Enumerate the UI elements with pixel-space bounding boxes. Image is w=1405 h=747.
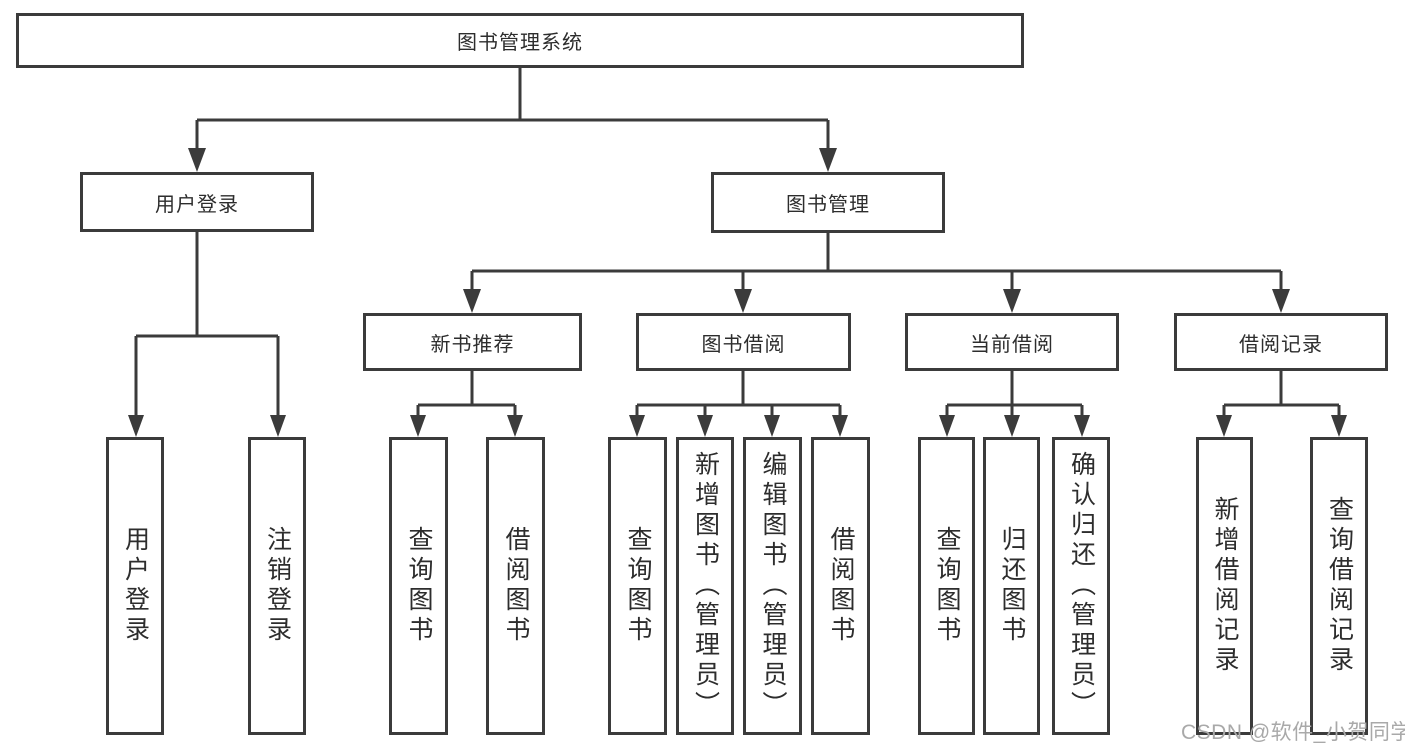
node-book-borrow-label: 图书借阅	[701, 333, 786, 356]
leaf-query-books-recommend: 查询图书	[389, 437, 448, 735]
leaf-query-books-current: 查询图书	[918, 437, 975, 735]
node-user-login-label: 用户登录	[155, 193, 239, 216]
node-current-borrow-label: 当前借阅	[970, 333, 1054, 356]
leaf-return-book-label: 归还图书	[998, 526, 1026, 646]
leaf-query-books-current-label: 查询图书	[933, 526, 961, 646]
leaf-borrow-books-recommend: 借阅图书	[486, 437, 545, 735]
leaf-logout-label: 注销登录	[263, 526, 292, 646]
arrowheads	[128, 148, 1347, 437]
leaf-query-books-borrow-label: 查询图书	[624, 526, 652, 646]
leaf-add-book-admin-label: 新增图书（管理员）	[691, 451, 720, 721]
node-borrow-records-label: 借阅记录	[1239, 333, 1323, 356]
node-library-system: 图书管理系统	[16, 13, 1024, 68]
leaf-query-books-recommend-label: 查询图书	[405, 526, 433, 646]
leaf-confirm-return-admin-label: 确认归还（管理员）	[1067, 451, 1096, 721]
leaf-edit-book-admin-label: 编辑图书（管理员）	[759, 451, 787, 721]
leaf-logout: 注销登录	[248, 437, 306, 735]
leaf-edit-book-admin: 编辑图书（管理员）	[743, 437, 802, 735]
leaf-confirm-return-admin: 确认归还（管理员）	[1052, 437, 1110, 735]
leaf-add-borrow-record: 新增借阅记录	[1196, 437, 1253, 735]
leaf-add-borrow-record-label: 新增借阅记录	[1211, 496, 1239, 676]
node-borrow-records: 借阅记录	[1174, 313, 1388, 371]
node-library-system-label: 图书管理系统	[457, 32, 583, 54]
leaf-borrow-books-label: 借阅图书	[827, 526, 855, 646]
leaf-query-books-borrow: 查询图书	[608, 437, 667, 735]
leaf-borrow-books-recommend-label: 借阅图书	[502, 526, 530, 646]
leaf-query-borrow-record: 查询借阅记录	[1310, 437, 1368, 735]
leaf-borrow-books: 借阅图书	[811, 437, 870, 735]
node-book-management: 图书管理	[711, 172, 945, 233]
watermark: CSDN @软件_小贺同学	[1181, 721, 1405, 744]
node-new-book-recommend-label: 新书推荐	[430, 333, 515, 356]
leaf-return-book: 归还图书	[983, 437, 1040, 735]
node-new-book-recommend: 新书推荐	[363, 313, 582, 371]
node-book-borrow: 图书借阅	[636, 313, 851, 371]
node-current-borrow: 当前借阅	[905, 313, 1119, 371]
node-book-management-label: 图书管理	[786, 194, 870, 216]
leaf-add-book-admin: 新增图书（管理员）	[676, 437, 734, 735]
leaf-query-borrow-record-label: 查询借阅记录	[1325, 496, 1354, 676]
leaf-user-login: 用户登录	[106, 437, 164, 735]
node-user-login: 用户登录	[80, 172, 314, 232]
leaf-user-login-label: 用户登录	[121, 526, 150, 646]
